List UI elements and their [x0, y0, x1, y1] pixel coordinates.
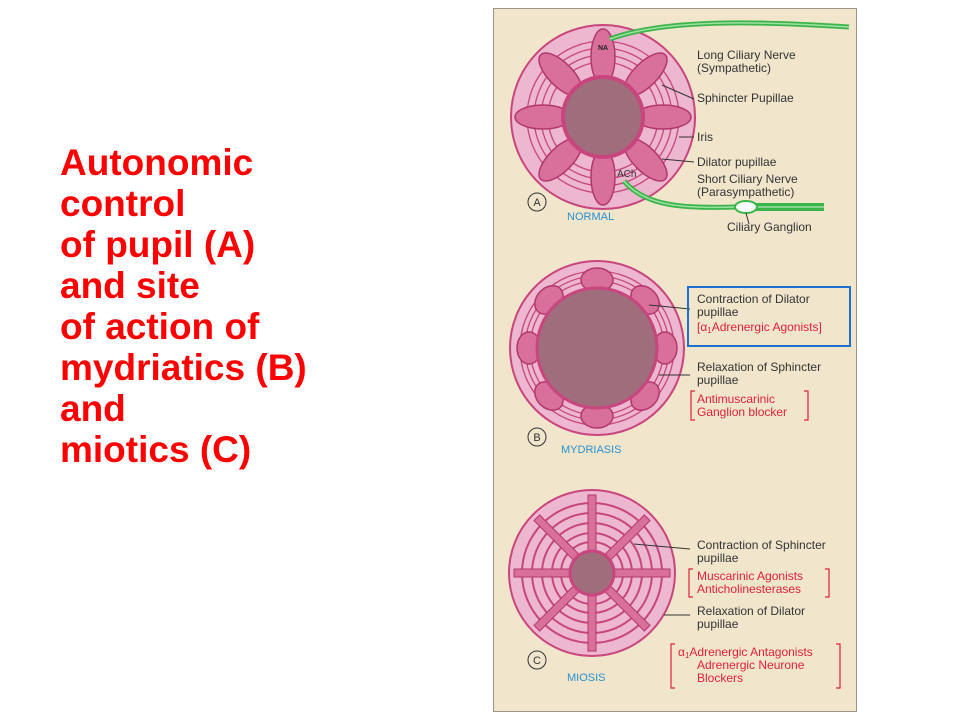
highlight-box — [687, 286, 851, 347]
b-contraction-1: Contraction of Dilator — [697, 292, 810, 306]
short-ciliary-nerve — [622, 179, 824, 211]
long-ciliary-nerve — [609, 20, 850, 42]
short-nerve-label-2: (Parasympathetic) — [697, 185, 794, 199]
title-line-1: Autonomic — [60, 142, 254, 183]
pupil-diagram: NA ACh Long Ciliary Nerve (Sympathetic) … — [508, 20, 851, 689]
c-drug-3: α1Adrenergic Antagonists — [678, 645, 813, 660]
iris-label: Iris — [697, 130, 713, 144]
panel-a-leaders — [661, 84, 750, 225]
title-line-7: and — [60, 388, 126, 429]
c-contraction-1: Contraction of Sphincter — [697, 538, 826, 552]
pupil-diagram-panel: NA ACh Long Ciliary Nerve (Sympathetic) … — [493, 8, 857, 712]
b-drug-1: Antimuscarinic — [697, 392, 775, 406]
b-relaxation-1: Relaxation of Sphincter — [697, 360, 821, 374]
panel-a-marker-letter: A — [533, 197, 541, 209]
c-relaxation-2: pupillae — [697, 617, 739, 631]
panel-b-leaders — [648, 304, 691, 376]
b-drug-bracket-left — [690, 390, 695, 421]
c-drug-bracket-right-2 — [836, 643, 841, 689]
panel-a-marker — [527, 192, 547, 212]
ach-tag: ACh — [617, 169, 636, 180]
slide-title: Autonomic control of pupil (A) and site … — [60, 142, 480, 470]
panel-b-marker — [527, 427, 547, 447]
c-drug-4: Adrenergic Neurone — [697, 658, 805, 672]
b-drug-bracket-right — [804, 390, 809, 421]
c-drug-bracket-left-1 — [688, 568, 693, 598]
sphincter-label: Sphincter Pupillae — [697, 91, 794, 105]
c-drug-bracket-left-2 — [670, 643, 675, 689]
panel-b-caption: MYDRIASIS — [561, 444, 622, 456]
panel-c-labels: Contraction of Sphincter pupillae Muscar… — [678, 538, 826, 685]
panel-c-marker — [527, 650, 547, 670]
title-line-8: miotics (C) — [60, 429, 252, 470]
panel-c-leaders — [633, 543, 691, 616]
ciliary-ganglion-shape — [734, 200, 758, 214]
title-line-4: and site — [60, 265, 200, 306]
panel-b-eye — [509, 260, 685, 436]
panel-a-eye — [510, 24, 696, 210]
short-nerve-label-1: Short Ciliary Nerve — [697, 172, 798, 186]
na-tag: NA — [598, 45, 608, 52]
b-drug-2: Ganglion blocker — [697, 405, 787, 419]
panel-c-caption: MIOSIS — [567, 672, 606, 684]
panel-b-labels: Contraction of Dilator pupillae [α1Adren… — [697, 292, 822, 419]
dilator-spokes-c — [513, 494, 671, 652]
b-relaxation-2: pupillae — [697, 373, 739, 387]
panel-b-marker-letter: B — [533, 432, 540, 444]
title-line-6: mydriatics (B) — [60, 347, 307, 388]
c-drug-5: Blockers — [697, 671, 743, 685]
dilator-label: Dilator pupillae — [697, 155, 777, 169]
title-line-2: control — [60, 183, 186, 224]
title-line-5: of action of — [60, 306, 260, 347]
c-relaxation-1: Relaxation of Dilator — [697, 604, 805, 618]
c-drug-2: Anticholinesterases — [697, 582, 801, 596]
b-contraction-2: pupillae — [697, 305, 739, 319]
panel-a-labels: Long Ciliary Nerve (Sympathetic) Sphinct… — [697, 48, 812, 234]
ganglion-label: Ciliary Ganglion — [727, 220, 812, 234]
panel-c-eye — [508, 489, 676, 657]
panel-c-marker-letter: C — [533, 655, 541, 667]
panel-a-caption: NORMAL — [567, 211, 614, 223]
title-line-3: of pupil (A) — [60, 224, 256, 265]
c-drug-1: Muscarinic Agonists — [697, 569, 803, 583]
long-nerve-label-1: Long Ciliary Nerve — [697, 48, 796, 62]
c-drug-bracket-right-1 — [825, 568, 830, 598]
c-contraction-2: pupillae — [697, 551, 739, 565]
long-nerve-label-2: (Sympathetic) — [697, 61, 771, 75]
b-agonist-label: [α1Adrenergic Agonists] — [697, 320, 822, 335]
